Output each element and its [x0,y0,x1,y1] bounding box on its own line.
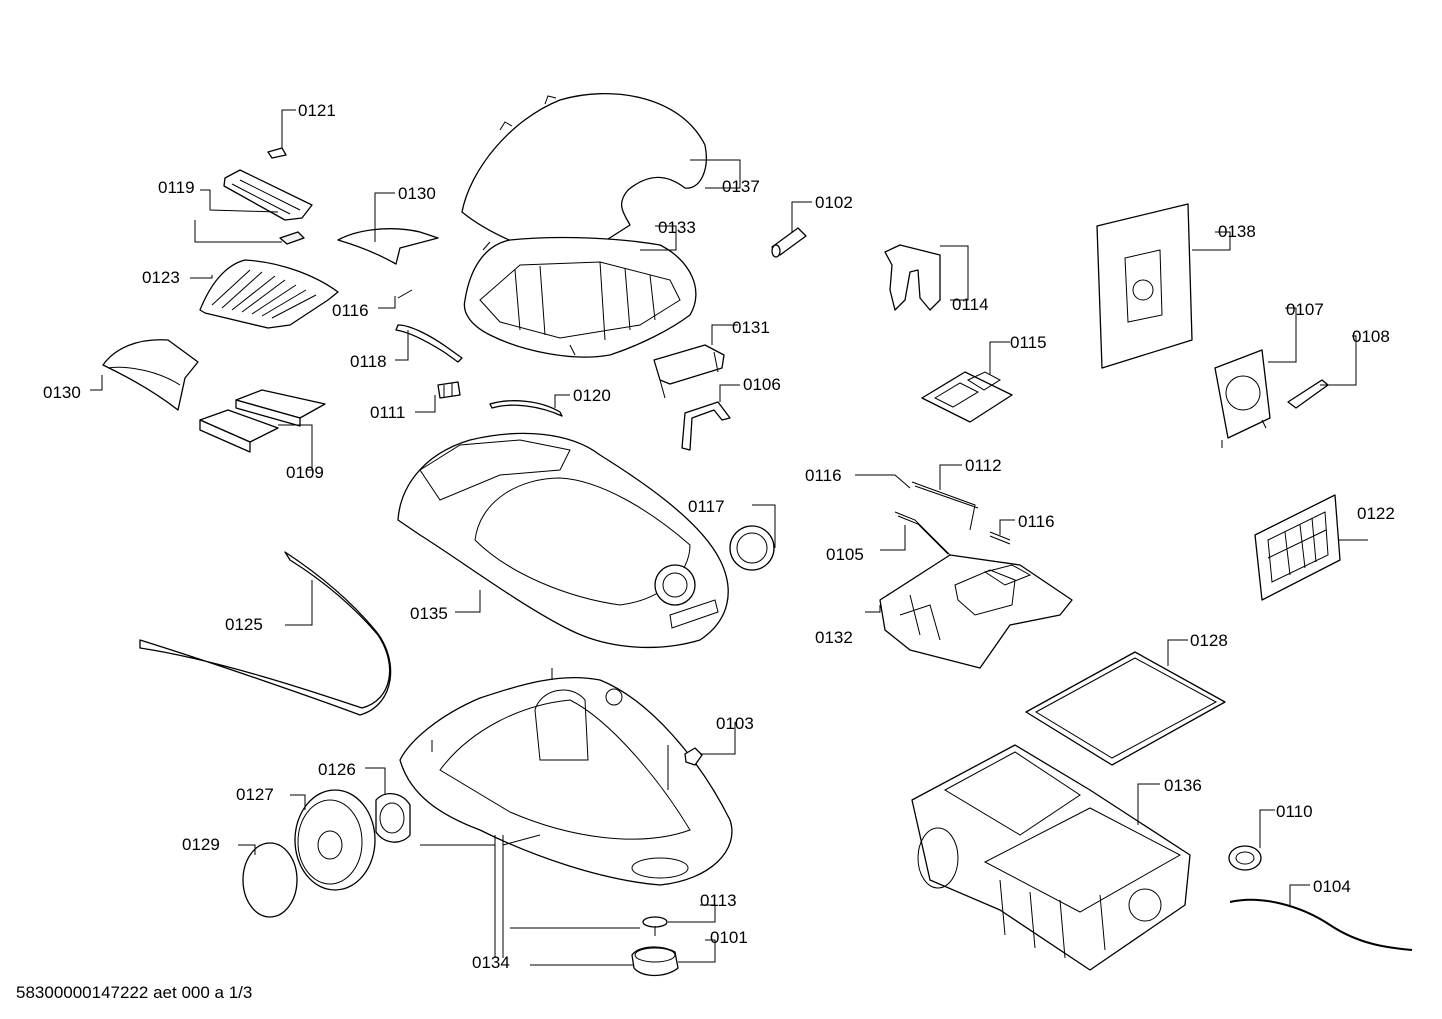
label-0121: 0121 [298,101,336,120]
label-0120: 0120 [573,386,611,405]
document-footer: 58300000147222 aet 000 a 1/3 [16,983,252,1002]
part-0117-ring [729,525,775,571]
label-0113: 0113 [700,891,737,910]
part-0102-roller [771,227,807,258]
label-0101: 0101 [710,928,748,947]
label-0135: 0135 [410,604,448,623]
part-0132-chassis [879,554,1073,669]
label-0137: 0137 [722,177,760,196]
label-0130-upper: 0130 [398,184,436,203]
label-0116-mid-left: 0116 [805,466,842,485]
part-0131-bracket [653,344,725,399]
part-0128-gasket [1025,651,1226,766]
label-0110: 0110 [1276,802,1313,821]
part-0112-wire [911,481,979,531]
part-0107-bag-holder [1214,349,1271,448]
part-0136-bag-compartment [911,744,1191,971]
part-0129-hubcap [242,842,298,918]
part-0106-clip [681,401,731,451]
label-0106: 0106 [743,375,781,394]
part-0119-handle-cover [223,169,313,245]
part-0127-wheel [294,789,376,891]
label-0115: 0115 [1010,333,1047,352]
part-0135-main-housing [397,432,729,649]
label-0138: 0138 [1218,222,1256,241]
label-0107: 0107 [1286,300,1324,319]
label-0103: 0103 [716,714,754,733]
part-0130-cap-lower [102,339,199,411]
label-0128: 0128 [1190,631,1228,650]
label-0109: 0109 [286,463,324,482]
part-0116-pin-mid [989,531,1011,545]
label-0123: 0123 [142,268,180,287]
label-0134: 0134 [472,953,510,972]
part-0118-cable [395,324,463,363]
part-0109-filter-pads [199,389,326,453]
part-0134-base [399,668,733,886]
label-0118: 0118 [350,352,387,371]
part-0105-wire [894,511,956,561]
part-0103-nut [684,747,703,766]
label-0127: 0127 [236,785,274,804]
part-0113-pin [642,916,668,936]
label-0114: 0114 [952,295,989,314]
label-0104: 0104 [1313,877,1351,896]
label-0117: 0117 [688,497,725,516]
label-0122: 0122 [1357,504,1395,523]
label-0102: 0102 [815,193,853,212]
label-0108: 0108 [1352,327,1390,346]
part-0101-castor [631,946,679,977]
label-0136: 0136 [1164,776,1202,795]
label-0126: 0126 [318,760,356,779]
part-0111-clip [437,381,461,399]
label-0129: 0129 [182,835,220,854]
label-0111: 0111 [370,403,405,422]
label-0131: 0131 [732,318,770,337]
part-labels: 0121 0119 0130 0123 0137 0133 0102 0138 … [43,101,1395,972]
label-0132: 0132 [815,628,853,647]
part-0122-grille-panel [1254,494,1341,601]
part-0115-filter-frame [921,371,1013,423]
part-0125-seal-strip [139,551,392,716]
part-0121-clip [267,147,287,159]
label-0130-lower: 0130 [43,383,81,402]
label-0112: 0112 [965,456,1002,475]
label-0125: 0125 [225,615,263,634]
part-0116-pin-top [397,289,413,299]
part-0108-card [1287,379,1329,409]
label-0133: 0133 [658,218,696,237]
label-0119: 0119 [158,178,195,197]
part-0133-upper-housing [463,236,697,358]
part-0110-motor-mount [1228,845,1262,871]
part-0138-dust-bag [1096,203,1193,369]
label-0116-top: 0116 [332,301,369,320]
label-0116-mid-right: 0116 [1018,512,1055,531]
part-0104-cable [1229,898,1413,951]
part-0126-axle-cap [375,793,411,843]
part-0130-cap-upper [337,228,439,265]
part-0123-grille-cover [199,259,339,329]
part-0114-hook [884,244,941,311]
label-0105: 0105 [826,545,864,564]
part-0120-wire [489,400,563,417]
leader-lines [90,109,1368,966]
